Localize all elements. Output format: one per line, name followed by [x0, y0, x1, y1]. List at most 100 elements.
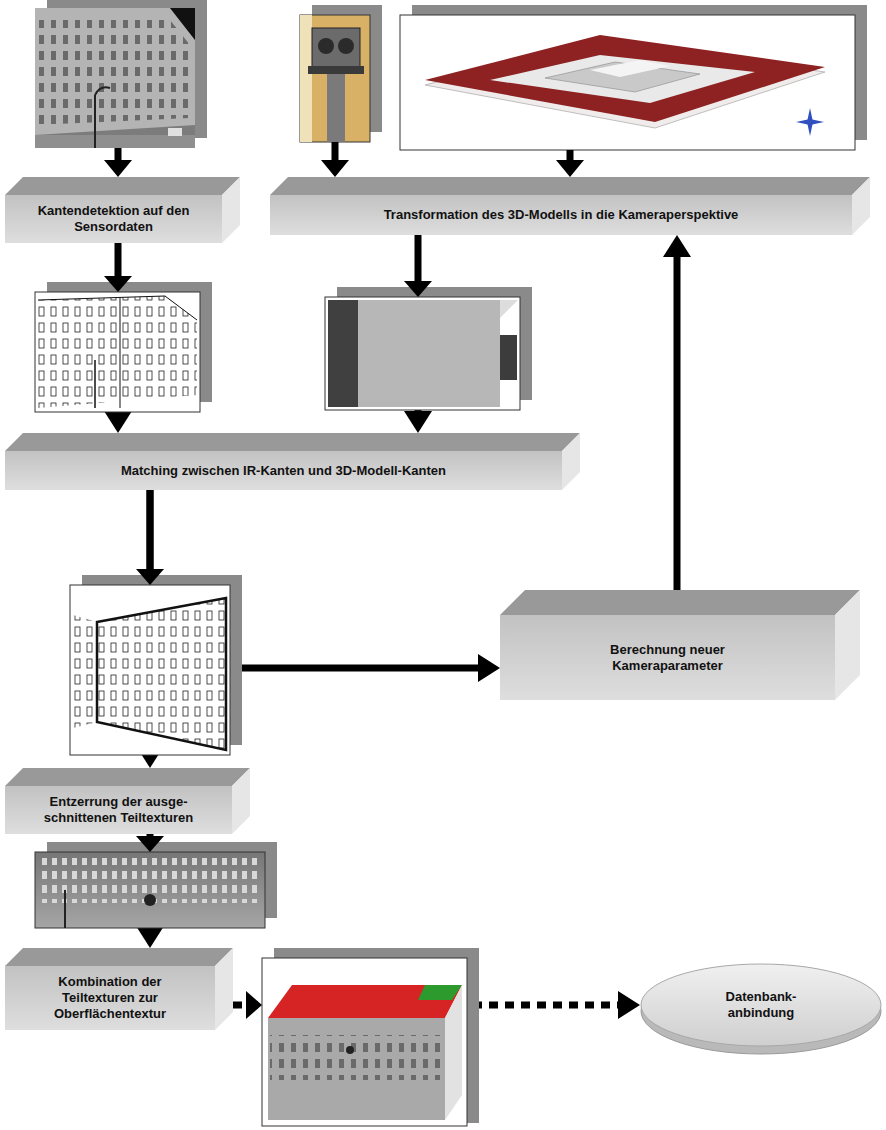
node-label: Berechnung neuer Kameraparameter	[598, 642, 738, 674]
box-side-face	[562, 433, 580, 490]
flow-arrow-part	[136, 836, 164, 852]
textured-model-part	[418, 985, 462, 1000]
flow-arrow-part	[332, 142, 339, 162]
box-side-face	[232, 768, 250, 834]
box-top-face	[5, 768, 250, 786]
box-front-face	[5, 966, 215, 1030]
box-front-face	[5, 451, 562, 490]
ir-photo-part	[168, 128, 182, 136]
box-side-face	[835, 590, 860, 700]
textured-model-part	[346, 1046, 354, 1054]
box-top-face	[270, 177, 870, 195]
projected-model-image-part	[500, 335, 517, 380]
ir-photo-part	[95, 87, 110, 95]
process-box: Transformation des 3D-Modells in die Kam…	[270, 177, 870, 235]
edge-image-part	[94, 360, 96, 408]
flow-arrow-part	[104, 276, 132, 292]
rectified-texture	[35, 842, 277, 928]
edge-image-part	[35, 292, 200, 412]
textured-model-part	[268, 985, 462, 1018]
camera-photo-part	[300, 15, 312, 142]
node-label: Kantendetektion auf den Sensordaten	[36, 203, 191, 235]
ir-photo	[35, 0, 207, 148]
node-label: Kombination der Teiltexturen zur Oberflä…	[40, 974, 180, 1022]
city-model-3d	[400, 5, 867, 150]
box-side-face	[852, 177, 870, 235]
box-front-face	[500, 615, 835, 700]
box-top-face	[5, 177, 240, 195]
edge-image-part	[38, 296, 197, 408]
city-model-3d-part	[590, 60, 670, 77]
box-shape	[270, 177, 870, 235]
flow-arrow-part	[136, 569, 164, 585]
camera-photo-part	[338, 38, 354, 54]
projected-model-image	[325, 287, 532, 410]
city-model-3d-part-part	[796, 119, 824, 125]
camera-photo-part	[312, 28, 360, 68]
ir-photo-part	[35, 8, 195, 148]
box-top-face	[5, 433, 580, 451]
box-top-face	[500, 590, 860, 615]
flow-arrow-part	[246, 991, 262, 1019]
matched-image-part	[97, 598, 226, 750]
city-model-3d-part	[490, 55, 755, 103]
city-model-3d-part	[425, 35, 825, 122]
camera-photo-part	[318, 38, 334, 54]
database-ellipse: Datenbank- anbindung	[640, 955, 882, 1055]
node-label: Datenbank- anbindung	[711, 989, 811, 1021]
process-box: Matching zwischen IR-Kanten und 3D-Model…	[5, 433, 580, 490]
flow-arrow-part	[404, 281, 432, 297]
node-label: Matching zwischen IR-Kanten und 3D-Model…	[24, 463, 544, 479]
node-label: Entzerrung der ausge- schnittenen Teilte…	[19, 794, 219, 826]
process-box: Entzerrung der ausge- schnittenen Teilte…	[5, 768, 250, 834]
matched-image-part	[73, 615, 97, 728]
projected-model-image-part	[358, 300, 500, 407]
ir-photo-part	[35, 8, 195, 135]
matched-image-part	[97, 598, 226, 750]
ir-photo-part	[170, 8, 195, 40]
edge-image	[35, 282, 212, 412]
ir-photo-part	[35, 20, 190, 125]
camera-photo	[300, 5, 382, 142]
ir-photo-part	[94, 95, 96, 148]
flow-arrow-part	[321, 160, 349, 177]
camera-photo-part	[308, 66, 364, 74]
matched-image	[70, 575, 242, 755]
matched-image-part	[70, 585, 230, 755]
textured-model-part	[270, 1035, 443, 1080]
textured-model-part	[268, 1018, 445, 1120]
rectified-texture-part	[64, 890, 66, 928]
box-top-face	[5, 948, 233, 966]
projected-model-image-part	[328, 300, 358, 407]
camera-photo-part	[327, 74, 345, 142]
flow-arrow	[104, 142, 584, 1019]
textured-model-part	[445, 985, 462, 1120]
flow-arrow-part	[104, 160, 132, 177]
rectified-texture-part	[144, 894, 156, 906]
textured-model	[262, 948, 479, 1126]
flow-connector	[674, 257, 681, 590]
projected-model-image-part	[325, 297, 520, 410]
projected-model-image-part	[500, 300, 518, 318]
process-box: Kantendetektion auf den Sensordaten	[5, 177, 240, 243]
box-front-face	[5, 786, 232, 834]
ellipse-face	[641, 964, 881, 1046]
rectified-texture-part	[35, 852, 265, 928]
flow-arrow-part	[115, 148, 122, 162]
node-label: Transformation des 3D-Modells in die Kam…	[281, 207, 841, 223]
box-side-face	[222, 177, 240, 243]
textured-model-part	[262, 958, 467, 1126]
box-front-face	[5, 195, 222, 243]
box-shape	[5, 433, 580, 490]
box-side-face	[215, 948, 233, 1030]
city-model-3d-part	[400, 15, 855, 150]
camera-photo-part	[300, 15, 370, 142]
edge-image-part	[38, 296, 197, 408]
process-box: Kombination der Teiltexturen zur Oberflä…	[5, 948, 233, 1030]
ir-photo-part	[35, 135, 195, 148]
box-front-face	[270, 195, 852, 235]
flow-arrow-part	[556, 160, 584, 177]
process-box: Berechnung neuer Kameraparameter	[500, 590, 860, 700]
city-model-3d-part	[796, 108, 824, 136]
